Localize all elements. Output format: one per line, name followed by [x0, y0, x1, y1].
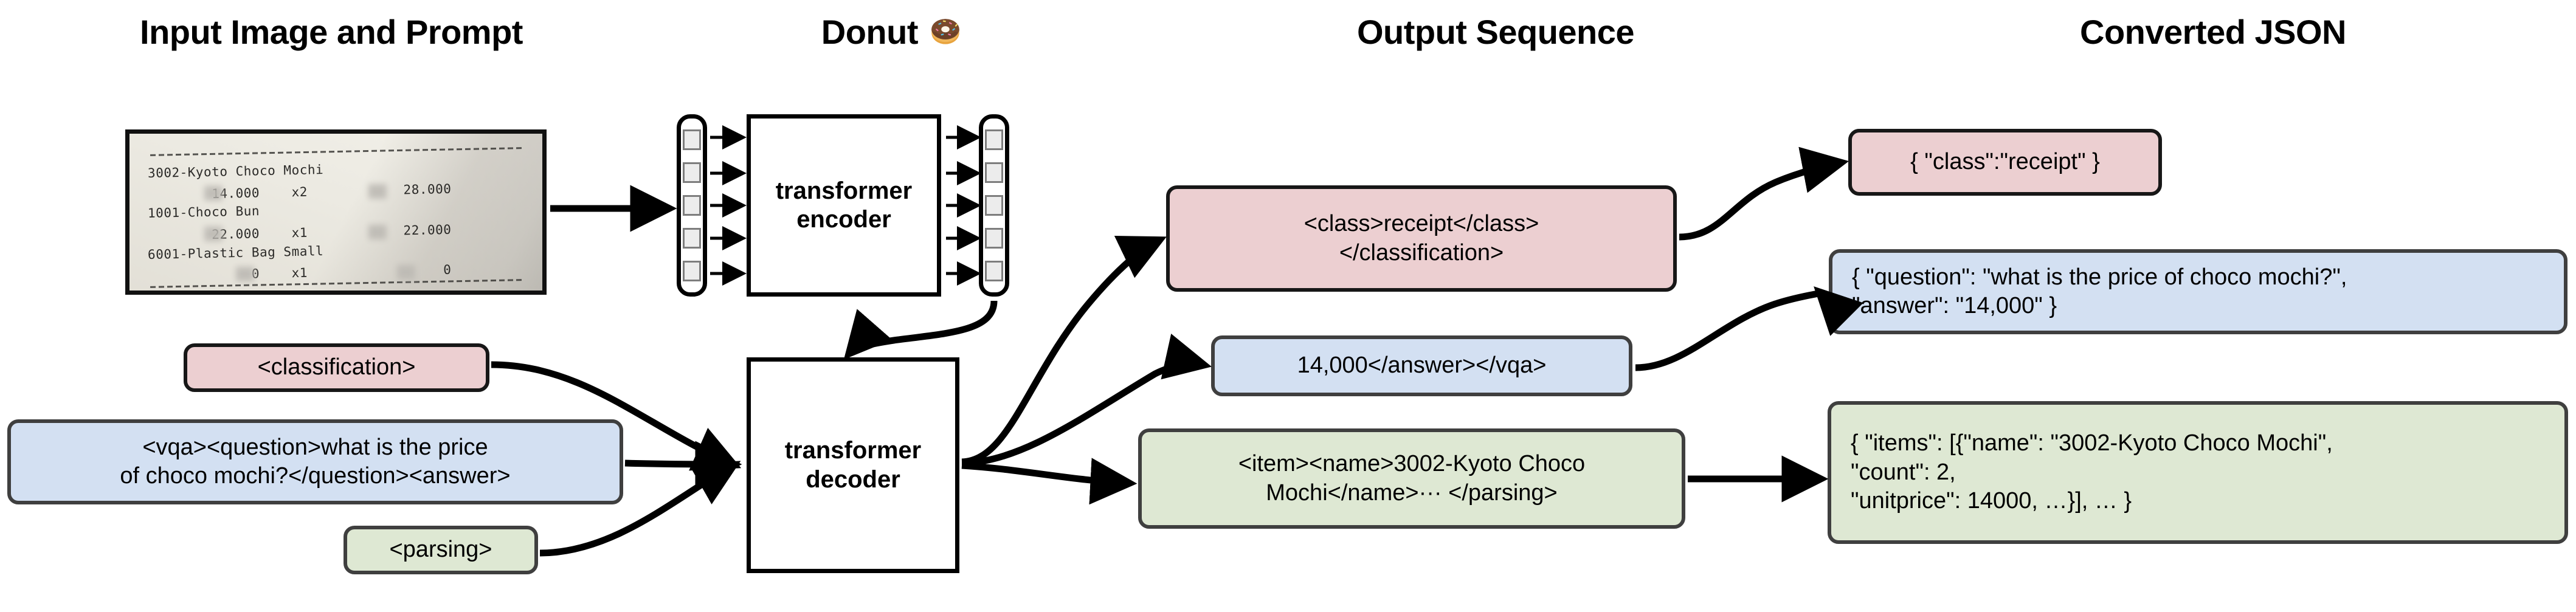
output-sequence-parsing-box[interactable]: <item><name>3002-Kyoto Choco Mochi</name…: [1138, 428, 1685, 529]
encoder-output-token-column: [979, 114, 1009, 297]
heading-converted-json: Converted JSON: [2080, 13, 2347, 51]
receipt-redaction-2: [368, 184, 387, 199]
arrow-encoder-output-to-decoder: [843, 300, 998, 360]
output-sequence-vqa-box[interactable]: 14,000</answer></vqa>: [1211, 335, 1632, 396]
encoder-input-token: [683, 129, 701, 150]
converted-json-classification-box[interactable]: { "class":"receipt" }: [1848, 129, 2162, 196]
receipt-redaction-6: [397, 265, 415, 280]
converted-json-parsing-box[interactable]: { "items": [{"name": "3002-Kyoto Choco M…: [1828, 401, 2568, 544]
donut-emoji-icon: [929, 13, 962, 46]
arrows-tokens-to-encoder: [710, 125, 747, 286]
encoder-output-token: [985, 195, 1003, 216]
encoder-output-token: [985, 129, 1003, 150]
encoder-input-token-column: [677, 114, 707, 297]
arrows-encoder-to-tokens: [946, 125, 981, 286]
receipt-redaction-3: [204, 227, 223, 241]
converted-json-vqa-box[interactable]: { "question": "what is the price of choc…: [1829, 249, 2567, 334]
encoder-input-token: [683, 195, 701, 216]
prompt-parsing-box[interactable]: <parsing>: [344, 526, 538, 574]
encoder-output-token: [985, 162, 1003, 183]
receipt-redaction-1: [204, 186, 223, 201]
receipt-redaction-5: [236, 267, 254, 281]
encoder-input-token: [683, 261, 701, 281]
receipt-image: 3002-Kyoto Choco Mochi 14.000 x2 28.000 …: [125, 129, 547, 295]
encoder-output-token: [985, 261, 1003, 281]
heading-output-sequence: Output Sequence: [1356, 13, 1635, 51]
output-sequence-classification-box[interactable]: <class>receipt</class> </classification>: [1166, 185, 1677, 292]
prompt-classification-box[interactable]: <classification>: [184, 343, 489, 392]
transformer-encoder-block: transformer encoder: [747, 114, 941, 297]
receipt-line-2: 1001-Choco Bun: [147, 204, 260, 221]
encoder-input-token: [683, 228, 701, 249]
heading-donut: Donut: [821, 13, 919, 51]
transformer-decoder-block: transformer decoder: [747, 357, 959, 573]
receipt-redaction-4: [368, 225, 387, 239]
encoder-output-token: [985, 228, 1003, 249]
encoder-input-token: [683, 162, 701, 183]
heading-input-image-and-prompt: Input Image and Prompt: [140, 13, 523, 51]
prompt-vqa-box[interactable]: <vqa><question>what is the price of choc…: [7, 419, 623, 504]
